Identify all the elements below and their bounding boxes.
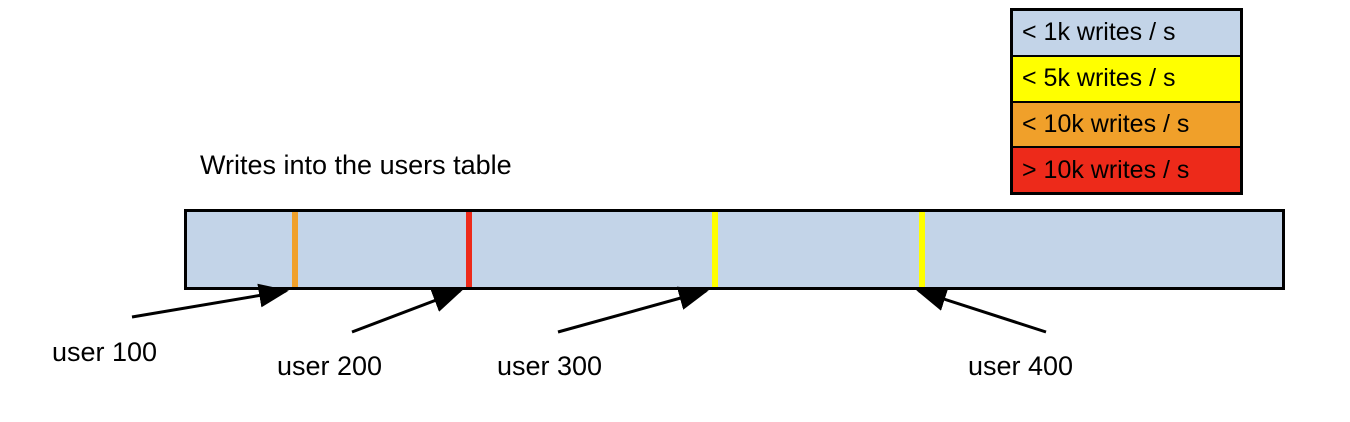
legend-label: < 5k writes / s xyxy=(1022,64,1176,93)
label-user-100: user 100 xyxy=(52,337,158,367)
label-user-400: user 400 xyxy=(968,351,1074,381)
arrow-user-400 xyxy=(916,287,1047,334)
legend-row-over-10k: > 10k writes / s xyxy=(1013,148,1240,192)
legend-row-under-5k: < 5k writes / s xyxy=(1013,56,1240,103)
legend-label: > 10k writes / s xyxy=(1022,155,1190,184)
tick-user-100 xyxy=(292,212,298,287)
legend-label: < 1k writes / s xyxy=(1022,18,1176,47)
legend-label: < 10k writes / s xyxy=(1022,109,1190,138)
legend: < 1k writes / s < 5k writes / s < 10k wr… xyxy=(1010,8,1243,195)
arrow-user-300 xyxy=(557,286,709,334)
tick-user-300 xyxy=(712,212,718,287)
label-user-200: user 200 xyxy=(277,351,383,381)
legend-row-under-1k: < 1k writes / s xyxy=(1013,11,1240,57)
tick-user-200 xyxy=(466,212,472,287)
caption-text: Writes into the users table xyxy=(200,150,512,180)
users-table-bar xyxy=(184,209,1285,290)
arrow-user-100 xyxy=(131,283,289,319)
legend-row-under-10k: < 10k writes / s xyxy=(1013,102,1240,149)
label-user-300: user 300 xyxy=(497,351,603,381)
arrow-user-200 xyxy=(351,289,463,334)
tick-user-400 xyxy=(919,212,925,287)
